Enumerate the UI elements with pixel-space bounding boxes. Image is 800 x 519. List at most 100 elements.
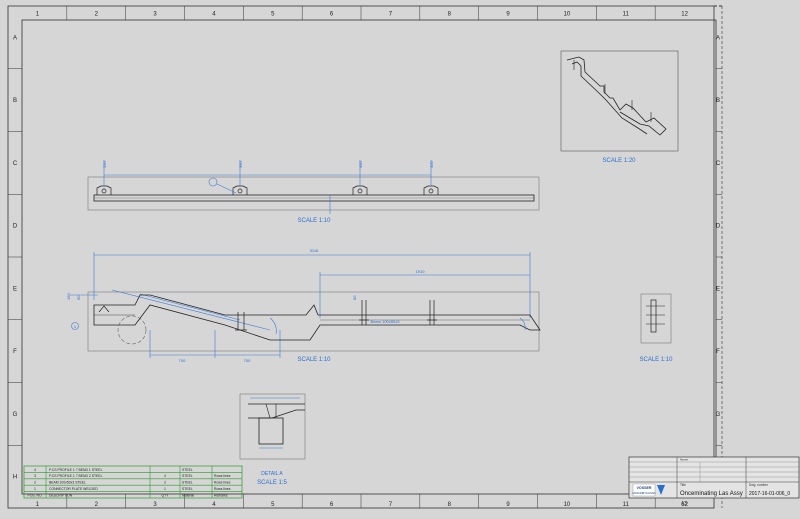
bom-item-1: 1 bbox=[34, 487, 36, 491]
front-dim-a: 700 bbox=[179, 358, 186, 363]
name-label: Name bbox=[680, 458, 688, 462]
col-label-bottom-5: 5 bbox=[271, 502, 275, 508]
col-label-top-12: 12 bbox=[681, 12, 688, 18]
top-view-scale: SCALE 1:10 bbox=[297, 218, 331, 224]
bom-qty-2: 2 bbox=[164, 481, 166, 485]
row-label-left-F: F bbox=[13, 349, 17, 355]
col-label-top-5: 5 bbox=[271, 12, 275, 18]
front-view: 3116 1910 700 700 160 60 80 1 Beam 100x5… bbox=[66, 248, 541, 363]
col-label-top-9: 9 bbox=[506, 12, 510, 18]
top-dim-3: 400 bbox=[358, 161, 363, 168]
detail-scale: SCALE 1:5 bbox=[257, 480, 287, 486]
front-callout-1: 1 bbox=[74, 324, 77, 329]
col-label-bottom-10: 10 bbox=[564, 502, 571, 508]
title-label: Title bbox=[680, 483, 686, 487]
row-label-right-A: A bbox=[716, 35, 720, 41]
row-label-right-C: C bbox=[716, 161, 721, 167]
row-label-right-F: F bbox=[716, 349, 720, 355]
bom-header-item: POS. NO. bbox=[27, 493, 42, 497]
detail-label: DETAIL A bbox=[261, 471, 283, 477]
col-label-bottom-4: 4 bbox=[212, 502, 216, 508]
sheet-size: A3 bbox=[681, 501, 687, 507]
balloon-callout bbox=[208, 177, 218, 187]
top-dim-4: 400 bbox=[429, 161, 434, 168]
bom-mat-2: STEEL bbox=[182, 481, 193, 485]
col-label-top-4: 4 bbox=[212, 12, 216, 18]
col-label-top-1: 1 bbox=[36, 12, 40, 18]
front-dim-d: 60 bbox=[76, 295, 81, 300]
bom-item-4: 4 bbox=[34, 468, 36, 472]
front-beam-note: Beam 100x50x3 bbox=[371, 319, 401, 324]
row-label-left-B: B bbox=[13, 98, 17, 104]
company-name: VOSSER bbox=[637, 486, 652, 490]
isometric-view: SCALE 1:20 bbox=[560, 50, 679, 164]
bom-item-3: 3 bbox=[34, 474, 36, 478]
outer-frame bbox=[7, 5, 715, 509]
front-dim-b: 700 bbox=[244, 358, 251, 363]
bom-header-note: Remarks bbox=[214, 493, 228, 497]
row-grid: AABBCCDDEEFFGGHH bbox=[8, 35, 722, 481]
front-dim-span: 1910 bbox=[416, 269, 426, 274]
bom-qty-1: 1 bbox=[164, 487, 166, 491]
row-label-right-B: B bbox=[716, 98, 720, 104]
title-block: VOSSER MASKINBYGGNAD Title Onceminating … bbox=[628, 456, 800, 507]
row-label-right-D: D bbox=[716, 224, 721, 230]
top-dim-2: 360 bbox=[238, 161, 243, 168]
bom-header-qty: QTY bbox=[162, 493, 170, 497]
bom-note-1: Rows lines bbox=[214, 487, 231, 491]
col-label-bottom-8: 8 bbox=[448, 502, 452, 508]
bom-qty-3: 4 bbox=[164, 474, 166, 478]
front-dim-c: 160 bbox=[66, 293, 71, 300]
top-dim-1: 200 bbox=[102, 161, 107, 168]
col-label-bottom-3: 3 bbox=[153, 502, 157, 508]
bom-mat-3: STEEL bbox=[182, 474, 193, 478]
drawing-number: 2017-16-01-006_0 bbox=[749, 491, 790, 497]
bom-item-2: 2 bbox=[34, 481, 36, 485]
row-label-left-D: D bbox=[13, 224, 18, 230]
front-dim-e: 80 bbox=[352, 295, 357, 300]
bom-desc-1: CONNECTOR PLATE WELDED bbox=[49, 487, 98, 491]
col-label-top-2: 2 bbox=[95, 12, 99, 18]
detail-view: DETAIL A SCALE 1:5 bbox=[239, 393, 306, 486]
side-view-scale: SCALE 1:10 bbox=[639, 357, 673, 363]
drawing-title: Onceminating Las Assy bbox=[680, 491, 743, 497]
top-view: 200 360 400 400 SCALE 1:10 bbox=[87, 160, 540, 224]
col-label-top-6: 6 bbox=[330, 12, 334, 18]
col-label-bottom-12: 12 bbox=[681, 502, 688, 508]
col-label-bottom-7: 7 bbox=[389, 502, 393, 508]
row-label-left-A: A bbox=[13, 35, 17, 41]
side-view: SCALE 1:10 bbox=[639, 293, 673, 363]
bom-desc-3: P.CS PROFILE 1 7 BEND 2 STEEL bbox=[49, 474, 103, 478]
row-label-left-G: G bbox=[13, 412, 18, 418]
col-label-top-7: 7 bbox=[389, 12, 393, 18]
col-label-top-3: 3 bbox=[153, 12, 157, 18]
bom-desc-4: P.CS PROFILE 1 7 BEND 1 STEEL bbox=[49, 468, 103, 472]
col-label-bottom-2: 2 bbox=[95, 502, 99, 508]
col-label-bottom-9: 9 bbox=[506, 502, 510, 508]
col-label-bottom-6: 6 bbox=[330, 502, 334, 508]
bom-note-2: Rows lines bbox=[214, 481, 231, 485]
front-dim-overall: 3116 bbox=[310, 248, 319, 253]
front-view-scale: SCALE 1:10 bbox=[297, 357, 331, 363]
col-label-bottom-11: 11 bbox=[623, 502, 630, 508]
col-label-top-8: 8 bbox=[448, 12, 452, 18]
col-label-top-11: 11 bbox=[623, 12, 630, 18]
bom-desc-2: BEAM 100x50x3 STEEL bbox=[49, 481, 86, 485]
bom-header-mat: Material bbox=[182, 493, 194, 497]
row-label-left-C: C bbox=[13, 161, 18, 167]
row-label-right-E: E bbox=[716, 286, 720, 292]
row-label-left-E: E bbox=[13, 286, 17, 292]
col-label-top-10: 10 bbox=[564, 12, 571, 18]
bom-mat-4: STEEL bbox=[182, 468, 193, 472]
dwgno-label: Dwg. number bbox=[749, 483, 769, 487]
bom-note-3: Rows lines bbox=[214, 474, 231, 478]
company-logo-icon bbox=[657, 485, 665, 495]
company-sub: MASKINBYGGNAD bbox=[633, 491, 656, 495]
col-label-bottom-1: 1 bbox=[36, 502, 40, 508]
bom-header-desc: DESCRIPTION bbox=[49, 493, 73, 497]
bom-mat-1: STEEL bbox=[182, 487, 193, 491]
row-label-left-H: H bbox=[13, 475, 17, 481]
bill-of-materials: 4 P.CS PROFILE 1 7 BEND 1 STEEL STEEL 3 … bbox=[23, 465, 243, 499]
